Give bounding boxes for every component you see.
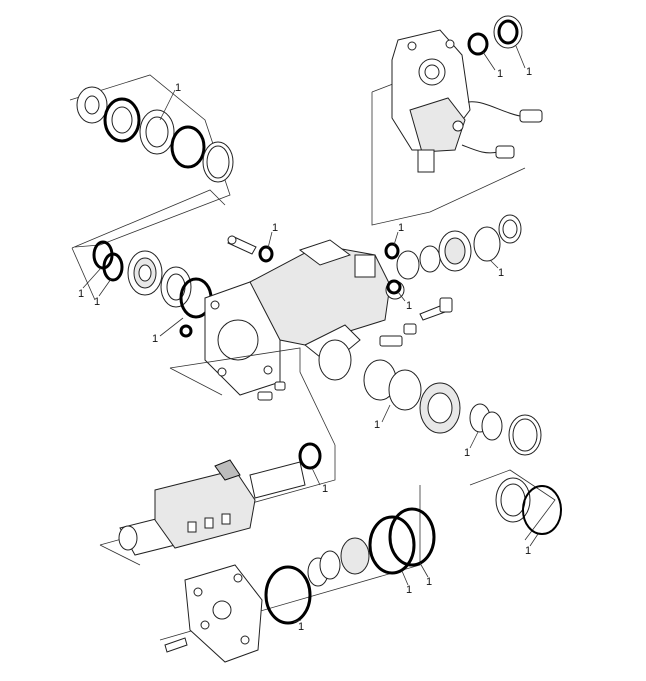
worm-shaft-assembly	[99, 442, 336, 566]
callout-labels: 1 1 1 1 1 1 1 1 1 1 1 1 1 1 1 1 1	[78, 66, 532, 633]
callout-13: 1	[322, 483, 328, 495]
seal-pair-bottom-right	[469, 469, 562, 541]
callout-6: 1	[498, 267, 504, 279]
callout-8: 1	[78, 288, 84, 300]
callout-11: 1	[374, 419, 380, 431]
callout-7: 1	[406, 300, 412, 312]
callout-4: 1	[272, 222, 278, 234]
callout-14: 1	[525, 545, 531, 557]
callout-15: 1	[406, 584, 412, 596]
callout-5: 1	[398, 222, 404, 234]
callout-3: 1	[526, 66, 532, 78]
callout-12: 1	[464, 447, 470, 459]
callout-2: 1	[497, 68, 503, 80]
end-cover-group	[159, 485, 436, 663]
callout-17: 1	[298, 621, 304, 633]
ring-group-right	[396, 214, 522, 280]
seal-kit-group-top-left	[69, 74, 234, 248]
sector-shaft-group	[169, 347, 542, 456]
bearing-group-left	[71, 189, 226, 338]
callout-9: 1	[94, 296, 100, 308]
steering-gear-housing	[204, 235, 453, 401]
callout-leaders	[82, 45, 539, 623]
callout-16: 1	[426, 576, 432, 588]
callout-10: 1	[152, 333, 158, 345]
callout-1: 1	[175, 82, 181, 94]
solenoid-valve-group-top-right	[371, 15, 543, 226]
